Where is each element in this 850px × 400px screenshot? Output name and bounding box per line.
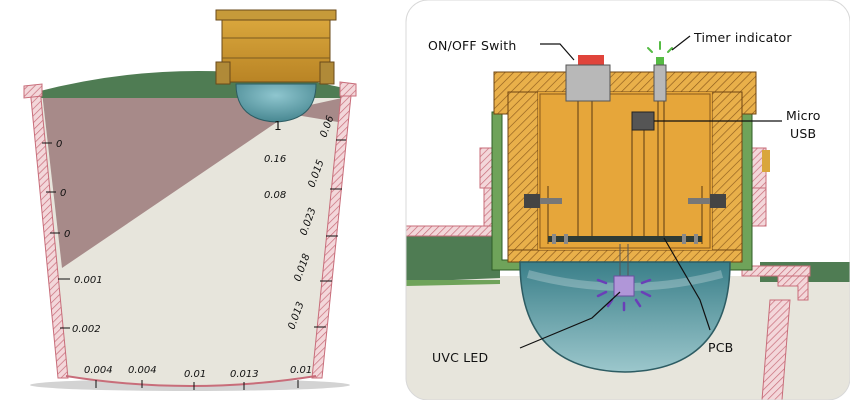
left-panel: 1 0 0 0 0.001 0.002 0.004 0.004 0.01 0.0… [23,9,357,391]
housing-interior-outline [539,93,711,249]
screw-left [524,194,562,208]
pcb-board [548,236,702,242]
lid-green-left [406,228,500,282]
switch-button [578,55,604,65]
housing-left-wall [507,91,539,255]
indicator-led [656,57,664,65]
inner-values: 0.16 0.08 [264,154,286,201]
uv-shadow-region [42,92,280,268]
micro-usb-port [631,111,655,131]
cap-rim [215,9,337,21]
value-label: 0.002 [72,324,101,335]
bottom-tick-marks [95,380,299,390]
lid-section-left [406,225,497,237]
screw-right [688,194,726,208]
value-label: 0.01 [290,365,312,376]
value-label: 0 [64,229,70,240]
left-rim [23,83,43,99]
uv-dome [235,83,317,123]
housing-bottom [507,249,743,263]
callout-labels: ON/OFF Swith Timer indicator Micro USB U… [428,30,821,365]
value-label: 0.08 [264,190,286,201]
cap-body [221,19,331,83]
left-wall-values: 0 0 0 0.001 0.002 [56,139,103,335]
uvc-led [613,275,635,297]
tab-right [762,150,770,172]
label-pcb: PCB [708,340,733,355]
panel-border [405,0,850,400]
label-micro-usb-line1: Micro [786,108,821,123]
lid-section-right [741,265,811,277]
right-tick-marks [314,139,346,328]
switch-body [565,64,611,102]
label-timer-indicator: Timer indicator [693,30,792,45]
housing-interior [538,92,712,250]
pcb-pins [552,234,698,244]
value-label: 0.013 [230,369,259,380]
cap-clip-left [215,61,231,85]
container-wall-right [761,299,791,400]
value-label: 0.004 [84,365,113,376]
value-label: 0.01 [184,369,206,380]
uv-dome [519,261,731,373]
value-label: 0.001 [74,275,103,286]
left-tick-marks [42,142,70,329]
label-switch: ON/OFF Swith [428,38,516,53]
value-label: 0.004 [128,365,157,376]
leader-lines [519,35,782,349]
label-micro-usb-line2: USB [790,126,816,141]
indicator-body [653,64,667,102]
housing-right-wall [711,91,743,255]
lid-edge-left [406,280,500,286]
value-label: 0 [56,139,62,150]
internal-structure [547,96,703,244]
uvc-led-glow [596,278,652,312]
right-rim [339,81,357,97]
uv-shadow-region-right [278,98,342,122]
value-label: 0.16 [264,154,286,165]
right-panel: ON/OFF Swith Timer indicator Micro USB U… [405,0,850,400]
indicator-glow [647,41,673,53]
label-uvc-led: UVC LED [432,350,488,365]
center-marker: 1 [274,119,282,133]
value-label: 0 [60,188,66,199]
cap-clip-right [319,61,335,85]
bottom-values: 0.004 0.004 0.01 0.013 0.01 [84,365,312,380]
base [65,375,317,387]
lid-lip-right [777,275,809,301]
